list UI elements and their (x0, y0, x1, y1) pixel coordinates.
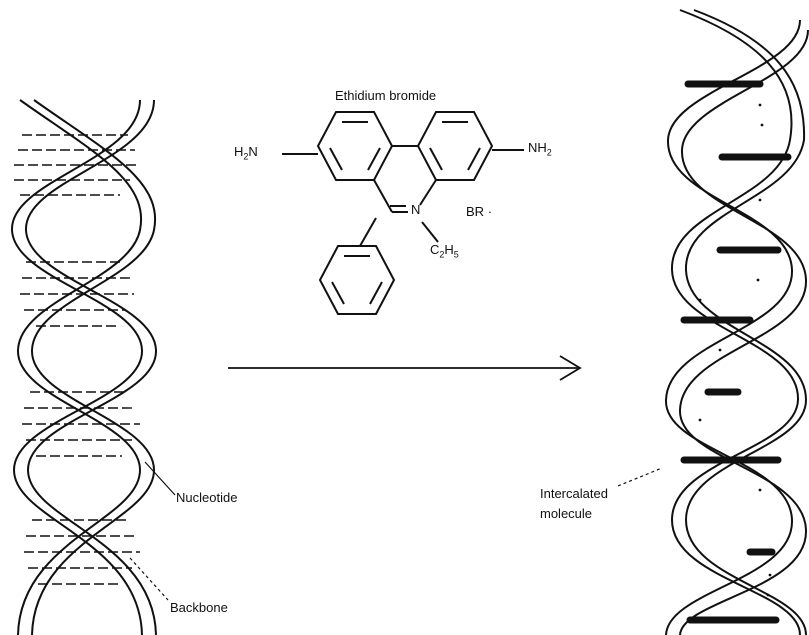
left-amino-group: H2N (234, 144, 258, 162)
counter-ion-label: BR (466, 204, 484, 219)
ethyl-group: C2H5 (430, 242, 459, 260)
intercalated-label-line1: Intercalated (540, 486, 608, 502)
intercalated-label-line2: molecule (540, 506, 592, 522)
nucleotide-label: Nucleotide (176, 490, 237, 506)
counter-ion: BR · (466, 204, 492, 219)
ethyl-h: H (444, 242, 453, 257)
counter-ion-mark: · (488, 204, 492, 219)
backbone-label: Backbone (170, 600, 228, 616)
right-amino-nh: NH (528, 140, 547, 155)
ethyl-h-sub: 5 (454, 250, 459, 260)
ethyl-c: C (430, 242, 439, 257)
right-amino-sub: 2 (547, 148, 552, 158)
left-amino-h: H (234, 144, 243, 159)
molecule-name: Ethidium bromide (335, 88, 436, 104)
right-amino-group: NH2 (528, 140, 552, 158)
ring-nitrogen: N (411, 202, 420, 217)
left-amino-n: N (248, 144, 257, 159)
